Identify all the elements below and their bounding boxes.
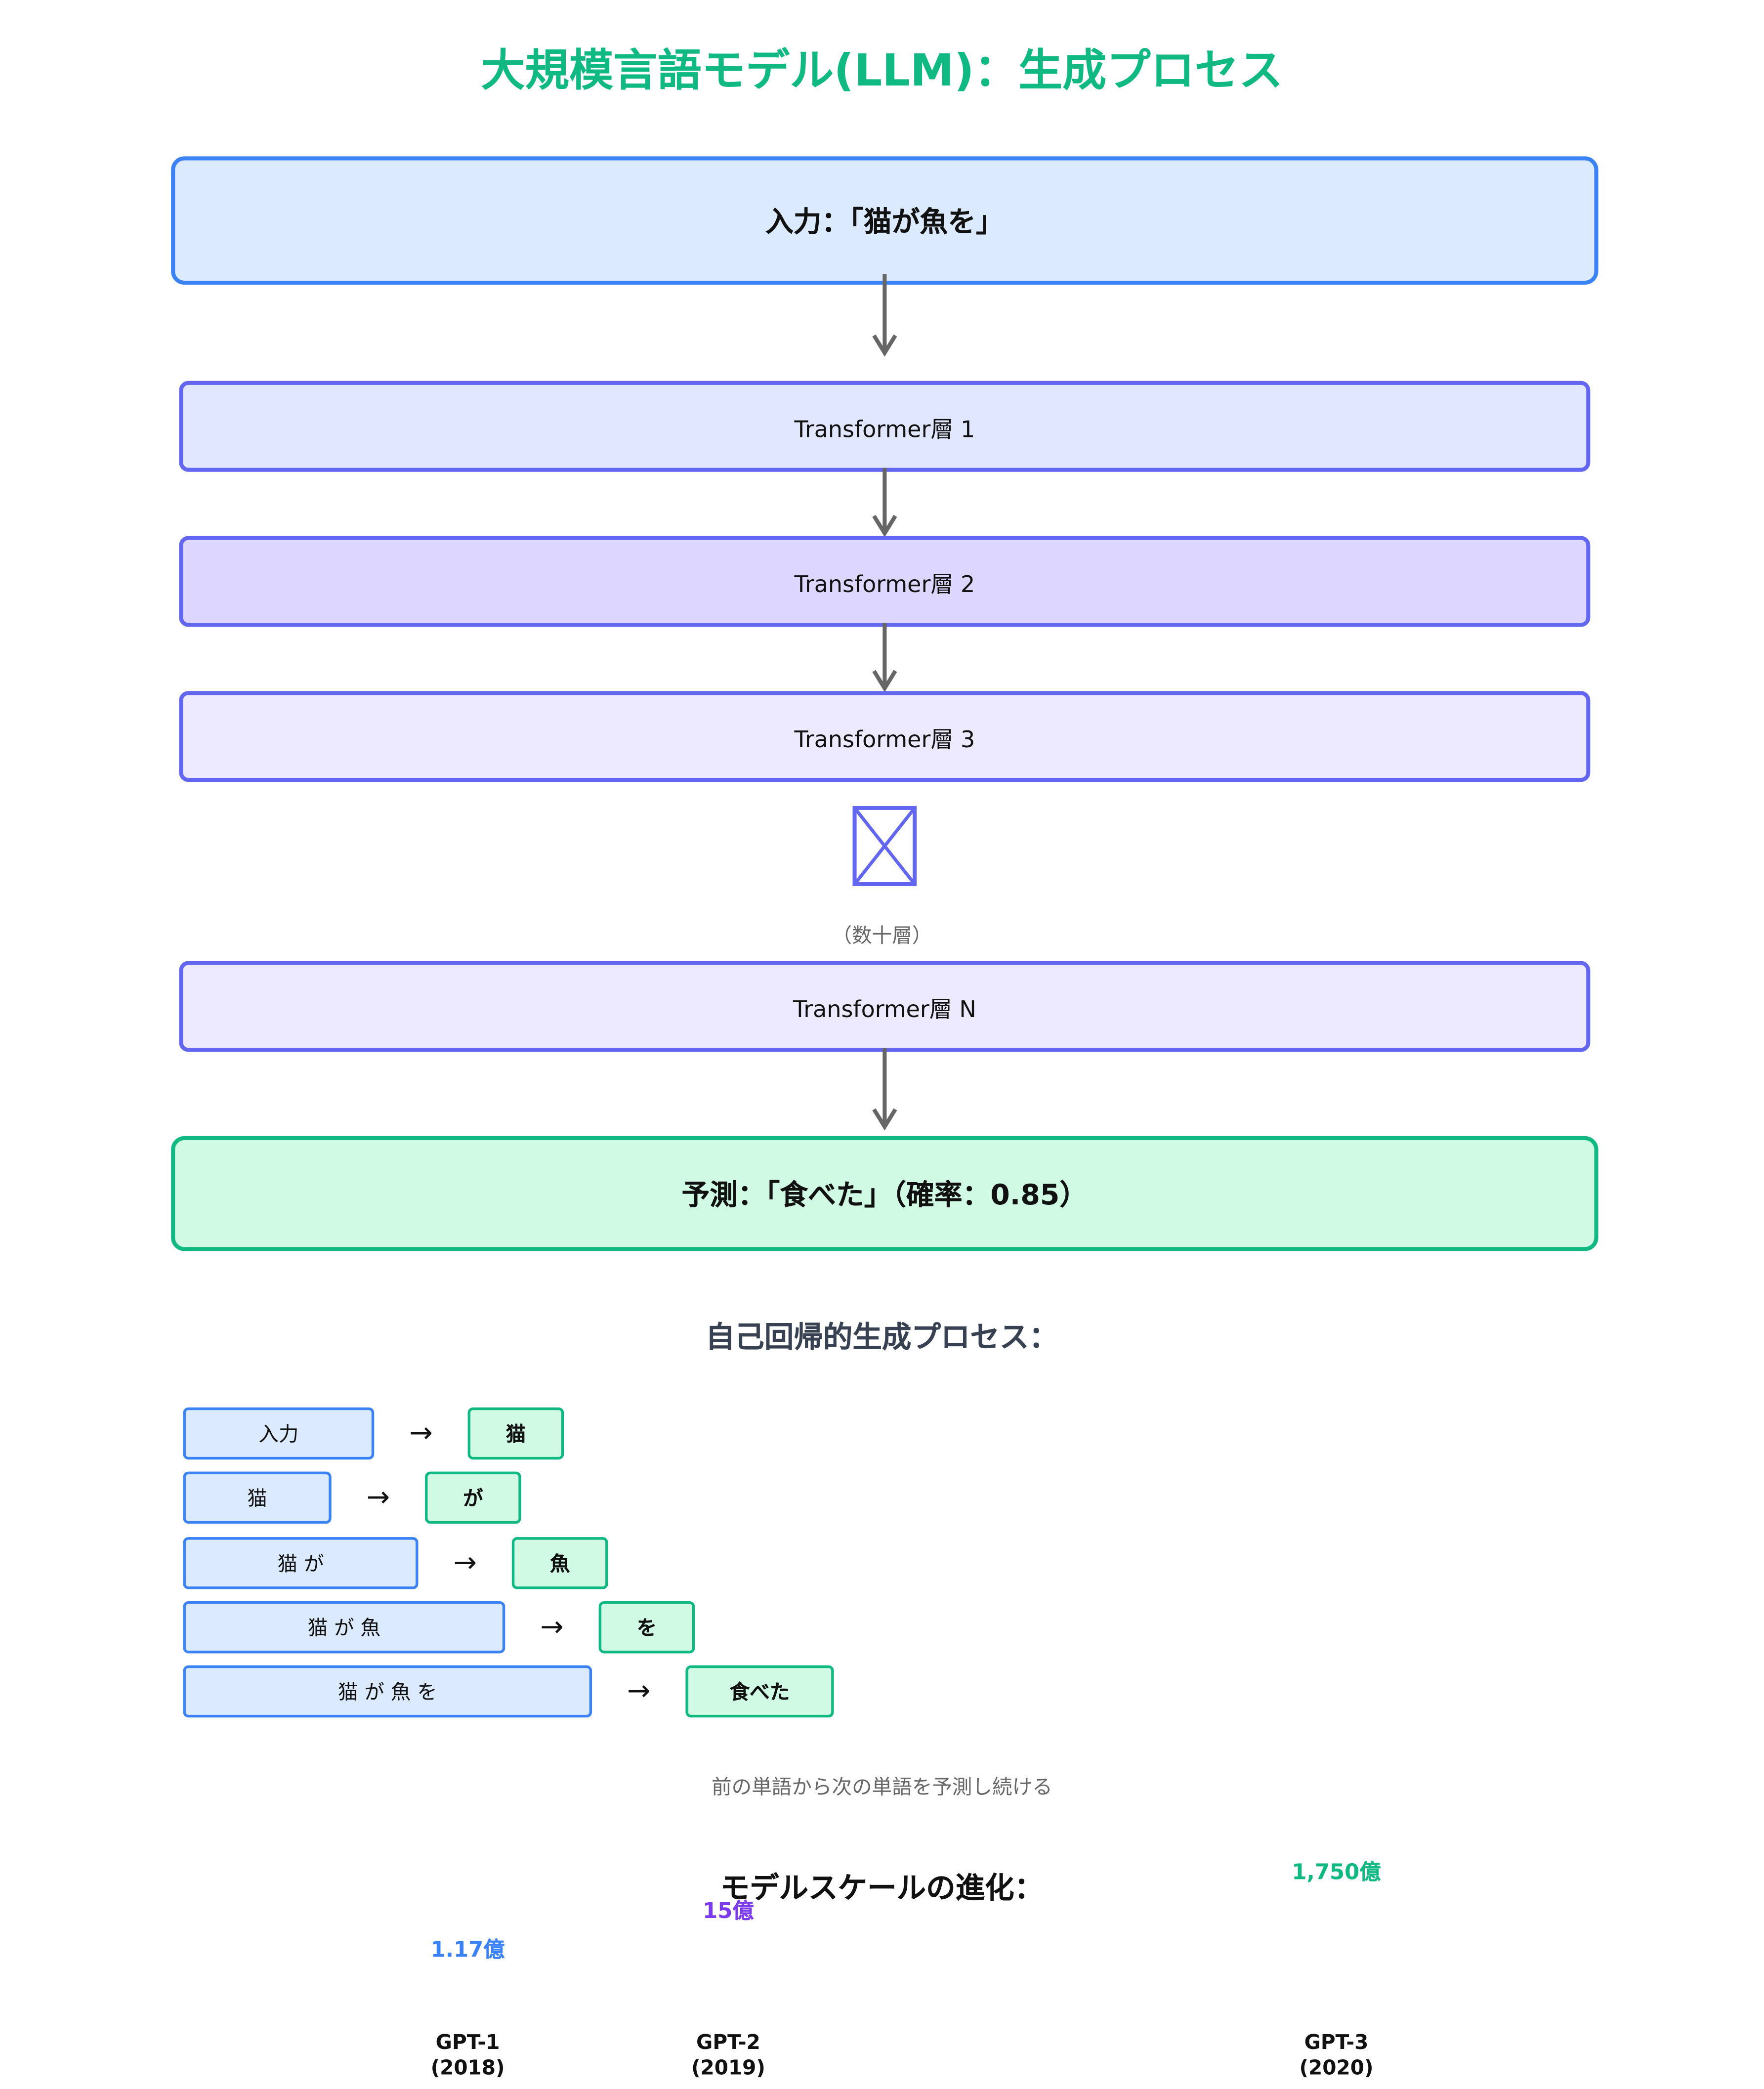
input-label: 入力：「猫が魚を」 [765, 206, 1004, 238]
transformer-layer-1: Transformer層 1 [179, 381, 1591, 472]
gpt2-params-label: 15億 [703, 1898, 754, 1923]
gpt2-label: GPT-2 (2019) [635, 2030, 822, 2081]
layer-label: Transformer層 N [793, 996, 976, 1023]
model-year: (2019) [691, 2055, 765, 2080]
step-row: 猫 が → 魚 [183, 1537, 608, 1589]
step-row: 猫 → が [183, 1471, 521, 1524]
arrow-right-icon: → [366, 1481, 390, 1513]
model-year: (2020) [1299, 2055, 1374, 2080]
arrow-right-icon: → [540, 1610, 564, 1643]
autoregressive-caption: 前の単語から次の単語を予測し続ける [712, 1775, 1052, 1799]
step-input: 猫 が 魚 [183, 1601, 505, 1654]
arrow-down-icon [872, 1048, 897, 1131]
step-input: 猫 が 魚 を [183, 1665, 592, 1718]
arrow-down-icon [872, 468, 897, 537]
gpt1-label: GPT-1 (2018) [374, 2030, 561, 2081]
layers-note: （数十層） [832, 923, 932, 948]
step-output: 猫 [467, 1407, 564, 1460]
gpt1-params-label: 1.17億 [430, 1936, 505, 1962]
step-row: 入力 → 猫 [183, 1407, 564, 1460]
autoregressive-title: 自己回帰的生成プロセス： [705, 1322, 1058, 1356]
output-box: 予測：「食べた」（確率：0.85） [171, 1136, 1598, 1251]
arrow-right-icon: → [409, 1416, 433, 1449]
step-input: 入力 [183, 1407, 375, 1460]
ellipsis-layers-icon [852, 806, 917, 887]
arrow-right-icon: → [627, 1674, 651, 1707]
transformer-layer-2: Transformer層 2 [179, 536, 1591, 627]
model-year: (2018) [430, 2055, 505, 2080]
model-name: GPT-3 [1304, 2030, 1369, 2054]
arrow-right-icon: → [453, 1546, 477, 1579]
arrow-down-icon [872, 623, 897, 692]
model-name: GPT-1 [435, 2030, 500, 2054]
transformer-layer-3: Transformer層 3 [179, 691, 1591, 782]
step-row: 猫 が 魚 → を [183, 1601, 695, 1654]
step-input: 猫 が [183, 1537, 419, 1589]
step-row: 猫 が 魚 を → 食べた [183, 1665, 834, 1718]
step-output: 魚 [511, 1537, 608, 1589]
model-name: GPT-2 [696, 2030, 760, 2054]
output-label: 予測：「食べた」（確率：0.85） [681, 1179, 1088, 1211]
gpt3-params-label: 1,750億 [1292, 1859, 1381, 1885]
layer-label: Transformer層 3 [794, 726, 975, 753]
step-output: を [598, 1601, 695, 1654]
transformer-layer-n: Transformer層 N [179, 961, 1591, 1052]
page-title: 大規模言語モデル(LLM)：生成プロセス [481, 44, 1283, 96]
arrow-down-icon [872, 274, 897, 357]
layer-label: Transformer層 1 [794, 416, 975, 443]
gpt3-label: GPT-3 (2020) [1243, 2030, 1430, 2081]
layer-label: Transformer層 2 [794, 571, 975, 598]
input-box: 入力：「猫が魚を」 [171, 156, 1598, 285]
step-output: が [425, 1471, 521, 1524]
step-output: 食べた [685, 1665, 834, 1718]
scale-title: モデルスケールの進化： [720, 1873, 1044, 1906]
step-input: 猫 [183, 1471, 332, 1524]
